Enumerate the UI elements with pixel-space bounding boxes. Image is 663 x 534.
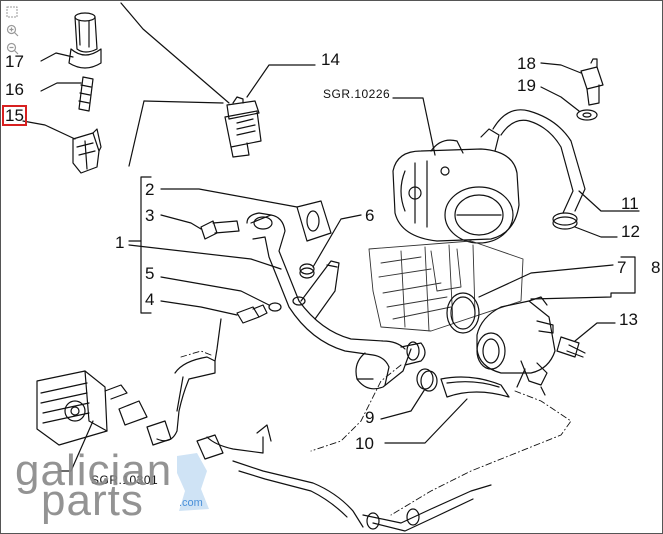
- lower-coolant-pipes: [156, 356, 492, 532]
- callout-3[interactable]: 3: [145, 206, 155, 225]
- callout-7[interactable]: 7: [617, 258, 627, 277]
- reference-sgr-bottom: SGR.10301: [91, 473, 159, 487]
- part-3-bolt: [200, 220, 240, 240]
- part-8-housing: [476, 296, 556, 396]
- callout-19[interactable]: 19: [517, 76, 536, 95]
- part-15-connector: [72, 128, 102, 174]
- part-17-boot: [68, 12, 102, 69]
- watermark-parts: parts: [41, 476, 144, 525]
- callout-6[interactable]: 6: [365, 206, 375, 225]
- part-12-clamp: [552, 212, 578, 230]
- callout-9[interactable]: 9: [365, 408, 375, 427]
- zoom-in-icon[interactable]: [4, 22, 20, 38]
- watermark-domain: .com: [179, 497, 203, 509]
- callout-18[interactable]: 18: [517, 54, 536, 73]
- part-6-nut: [299, 263, 315, 279]
- part-13-bolt: [556, 336, 586, 358]
- part-9-clamp: [416, 368, 438, 392]
- leader-17-14: [120, 2, 230, 104]
- throttle-body: [392, 128, 520, 244]
- part-11-hose: [492, 109, 586, 214]
- callout-17[interactable]: 17: [5, 52, 24, 71]
- callout-12[interactable]: 12: [621, 222, 640, 241]
- callout-2[interactable]: 2: [145, 180, 155, 199]
- leader-bracket-top: [143, 100, 224, 104]
- callout-8[interactable]: 8: [651, 258, 661, 277]
- callout-16[interactable]: 16: [5, 80, 24, 99]
- callout-11[interactable]: 11: [621, 194, 639, 213]
- callout-1[interactable]: 1: [115, 233, 125, 252]
- fit-page-icon[interactable]: [4, 4, 20, 20]
- part-19-washer: [576, 109, 598, 121]
- watermark-galician: galician: [15, 446, 173, 495]
- callout-14[interactable]: 14: [321, 50, 340, 69]
- part-5-washer: [268, 296, 306, 312]
- part-16-clip: [78, 76, 94, 112]
- part-14-sensor: [224, 96, 262, 158]
- zoom-out-icon[interactable]: [4, 40, 20, 56]
- reference-sgr-top: SGR.10226: [323, 87, 391, 101]
- part-4-plug: [236, 304, 268, 324]
- part-10-hose: [440, 376, 510, 398]
- engine-block: [368, 240, 524, 332]
- leader-bracket-left: [128, 100, 145, 167]
- group-8-bracket: [530, 256, 636, 300]
- group-1-bracket: [140, 176, 152, 314]
- callout-13[interactable]: 13: [619, 310, 638, 329]
- callout-15-selected[interactable]: 15: [2, 105, 27, 126]
- part-2-gasket: [296, 200, 332, 242]
- watermark-map-shape: [177, 453, 209, 511]
- callout-10[interactable]: 10: [355, 434, 374, 453]
- part-1-pipe: [246, 212, 426, 390]
- part-18-sensor: [580, 58, 604, 106]
- callout-5[interactable]: 5: [145, 264, 155, 283]
- part-7-oring: [446, 292, 480, 334]
- viewer-toolbar: [4, 4, 22, 58]
- oil-cooler-block: [36, 370, 224, 472]
- callout-4[interactable]: 4: [145, 290, 155, 309]
